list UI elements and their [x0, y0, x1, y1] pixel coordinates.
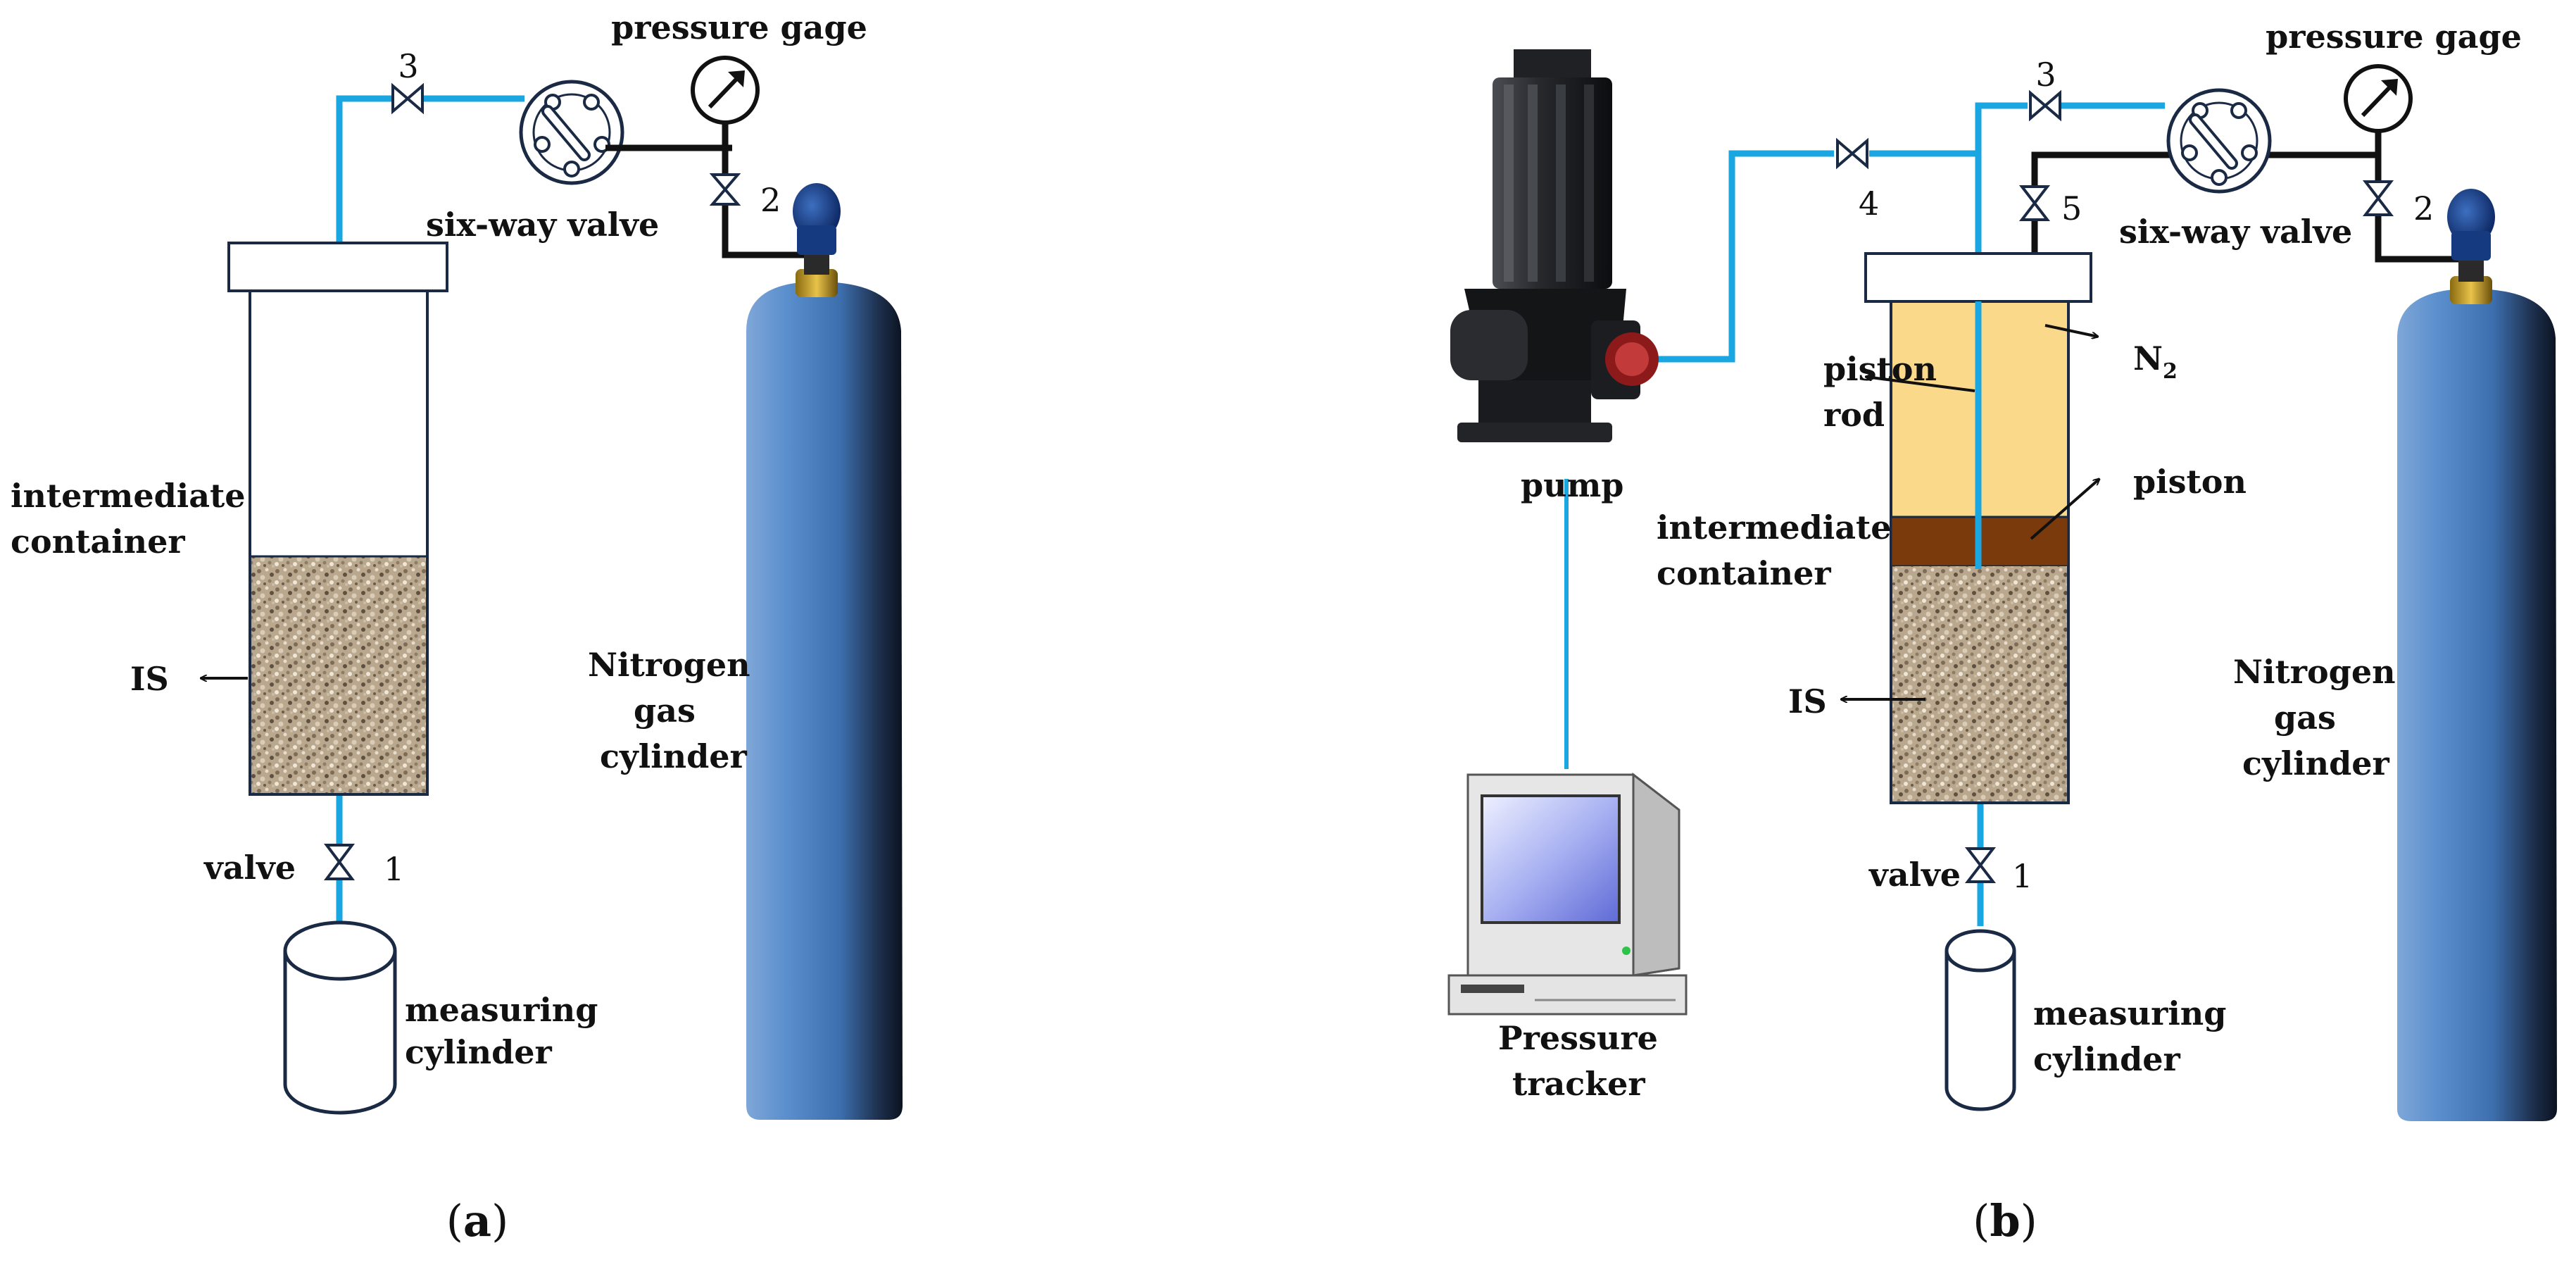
caption-b: (b) [1973, 1195, 2037, 1247]
tube-b-rod [1975, 102, 2028, 154]
intermediate-container-b-label-2: container [1657, 554, 1831, 592]
pressure-gage-b-icon [2344, 64, 2413, 133]
valve-1-b-label: 1 [2012, 857, 2032, 895]
six-way-valve-b-icon [2166, 88, 2272, 194]
valve-1-a-label: 1 [384, 850, 404, 888]
nitrogen-cylinder-a-label-2: gas [634, 692, 696, 730]
valve-a-label: valve [203, 849, 296, 887]
valve-2-b-label: 2 [2413, 189, 2434, 227]
six-way-valve-a-icon [519, 80, 624, 185]
valve-b-label: valve [1868, 856, 1961, 894]
nitrogen-cylinder-a-label-3: cylinder [600, 737, 748, 775]
is-a-label: IS [130, 660, 169, 698]
tube-a-black-down [722, 204, 817, 258]
measuring-cylinder-b-label-2: cylinder [2033, 1040, 2181, 1078]
nitrogen-cylinder-b-icon [2397, 189, 2557, 1121]
piston-label: piston [2133, 463, 2247, 501]
pressure-gage-a-label: pressure gage [611, 8, 867, 46]
measuring-cylinder-b-icon [1944, 929, 2016, 1111]
nitrogen-cylinder-b-label-2: gas [2274, 699, 2336, 737]
nitrogen-cylinder-a-label-1: Nitrogen [588, 646, 750, 684]
pressure-gage-a-icon [691, 56, 760, 125]
pressure-gage-b-label: pressure gage [2266, 18, 2522, 56]
valve-3-b-label: 3 [2035, 56, 2056, 94]
is-b-label: IS [1788, 682, 1827, 720]
six-way-valve-a-label: six-way valve [426, 206, 659, 244]
valve-3-a-label: 3 [398, 47, 418, 85]
nitrogen-cylinder-b-label-3: cylinder [2242, 744, 2390, 782]
measuring-cylinder-a-label-1: measuring [405, 991, 598, 1029]
tube-b-black-5 [2031, 151, 2189, 187]
intermediate-container-a-label-2: container [11, 523, 185, 561]
n2-label: N2 [2133, 339, 2178, 384]
tube-b-black-down [2375, 215, 2471, 263]
valve-2-a-icon [709, 173, 741, 206]
measuring-cylinder-a-icon [283, 920, 397, 1115]
piston-rod-label-2: rod [1823, 396, 1885, 434]
valve-4-b-label: 4 [1859, 185, 1879, 223]
piston-arrow [2030, 479, 2099, 540]
pump-label: pump [1521, 466, 1623, 504]
valve-4-b-icon [1836, 137, 1868, 170]
valve-1-b-icon [1964, 847, 1997, 883]
valve-2-a-label: 2 [760, 181, 781, 219]
pressure-tracker-label-2: tracker [1512, 1065, 1645, 1103]
tube-a-top [336, 95, 393, 290]
pump-icon [1450, 49, 1659, 442]
tube-b-pump [1640, 150, 1834, 363]
caption-a: (a) [446, 1195, 509, 1247]
nitrogen-cylinder-b-label-1: Nitrogen [2233, 653, 2396, 691]
valve-5-b-label: 5 [2061, 189, 2082, 227]
pressure-tracker-label-1: Pressure [1498, 1019, 1658, 1057]
intermediate-container-a [227, 242, 448, 796]
intermediate-container-b-label-1: intermediate [1657, 508, 1892, 547]
piston-rod-label-1: piston [1823, 350, 1937, 388]
pressure-tracker-icon [1447, 772, 1688, 1016]
piston-rod-arrow [1866, 377, 1975, 392]
measuring-cylinder-a-label-2: cylinder [405, 1033, 553, 1071]
panel-b: 4 3 5 six-way valve [1447, 18, 2557, 1247]
nitrogen-cylinder-a-icon [746, 183, 903, 1120]
valve-5-b-icon [2018, 185, 2051, 221]
valve-1-a-icon [324, 844, 355, 880]
valve-3-b-icon [2029, 89, 2061, 122]
measuring-cylinder-b-label-1: measuring [2033, 994, 2226, 1032]
panel-a: 3 six-way valve pressure gage [11, 8, 903, 1247]
valve-3-a-icon [391, 82, 424, 115]
n2-arrow [2044, 324, 2098, 337]
valve-2-b-icon [2362, 180, 2394, 216]
intermediate-container-a-label-1: intermediate [11, 477, 246, 515]
six-way-valve-b-label: six-way valve [2119, 213, 2352, 251]
